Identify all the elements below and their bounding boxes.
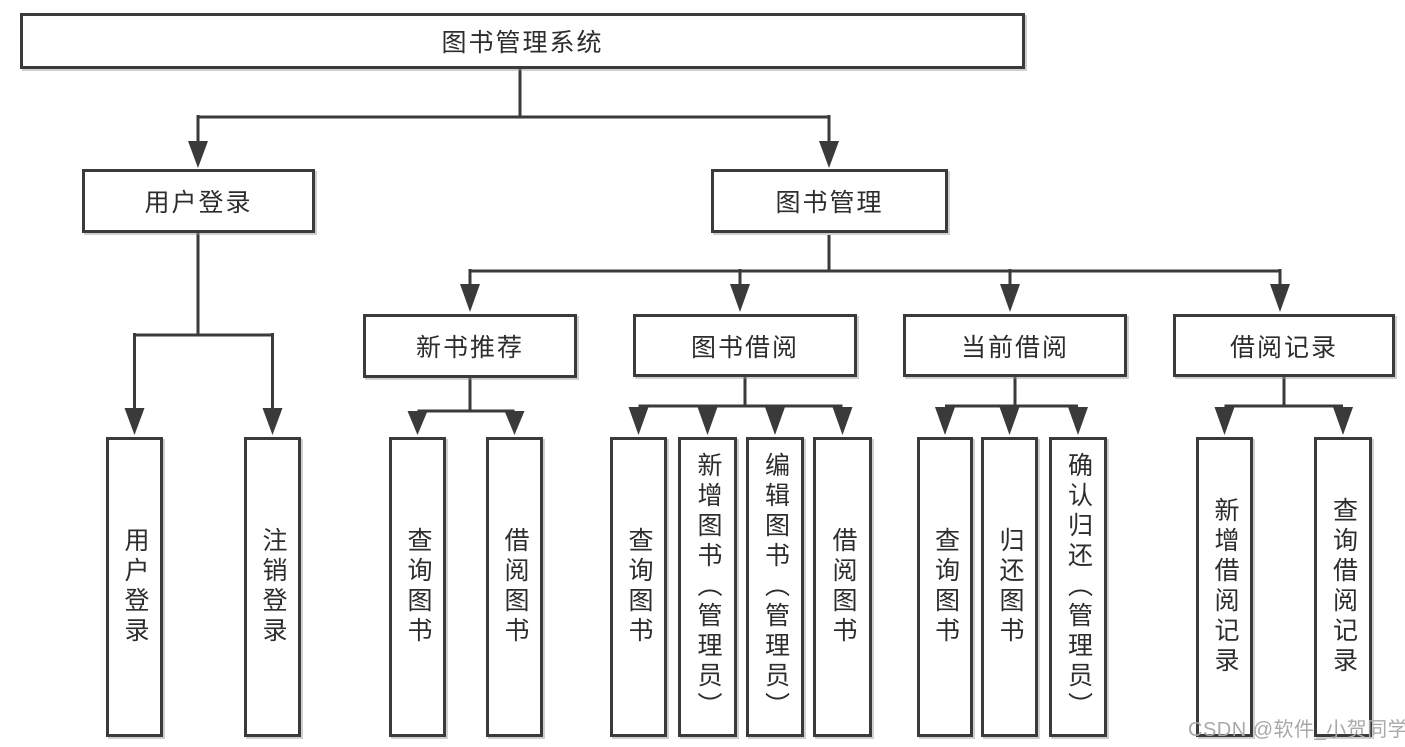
leaf-query-borrow-record-label: 查询借阅记录 <box>1329 497 1358 677</box>
leaf-logout: 注销登录 <box>244 437 301 737</box>
leaf-borrow-books-recommend-label: 借阅图书 <box>501 527 529 647</box>
arrow-icon <box>460 284 480 312</box>
leaf-confirm-return-admin: 确认归还（管理员） <box>1049 437 1107 737</box>
node-book-borrow: 图书借阅 <box>633 314 857 377</box>
leaf-edit-books-admin-label: 编辑图书（管理员） <box>761 452 790 722</box>
leaf-borrow-books-label: 借阅图书 <box>829 527 857 647</box>
leaf-user-login: 用户登录 <box>106 437 163 737</box>
arrow-icon <box>999 407 1020 435</box>
leaf-return-books: 归还图书 <box>981 437 1038 737</box>
connector-root <box>196 68 831 142</box>
node-current-borrow-label: 当前借阅 <box>960 333 1069 362</box>
arrow-icon <box>1068 407 1088 435</box>
node-root-label: 图书管理系统 <box>441 29 604 57</box>
leaf-query-books-recommend: 查询图书 <box>389 437 446 737</box>
leaf-query-borrow-record: 查询借阅记录 <box>1314 437 1372 737</box>
arrow-icon <box>935 407 955 435</box>
arrow-icon <box>124 408 145 435</box>
arrow-icon <box>730 284 750 312</box>
node-user-login-label: 用户登录 <box>144 189 253 217</box>
arrow-icon <box>407 411 428 435</box>
node-book-borrow-label: 图书借阅 <box>690 333 799 362</box>
arrow-icon <box>1270 284 1290 312</box>
leaf-add-books-admin-label: 新增图书（管理员） <box>694 452 722 722</box>
arrow-icon <box>1214 407 1235 435</box>
node-current-borrow: 当前借阅 <box>903 314 1127 377</box>
arrow-icon <box>262 408 283 435</box>
node-borrow-records: 借阅记录 <box>1173 314 1395 377</box>
connector-new-book <box>417 378 515 413</box>
arrow-icon <box>1000 284 1020 312</box>
connector-book-management <box>468 235 1282 285</box>
connector-borrow-records <box>1224 377 1343 408</box>
watermark: CSDN @软件_小贺同学 <box>1188 719 1405 741</box>
leaf-query-books-current: 查询图书 <box>917 437 973 737</box>
connector-user-login <box>133 233 274 409</box>
arrow-icon <box>628 407 649 435</box>
leaf-confirm-return-admin-label: 确认归还（管理员） <box>1064 452 1093 722</box>
leaf-borrow-books: 借阅图书 <box>813 437 872 737</box>
node-user-login: 用户登录 <box>82 169 315 233</box>
leaf-user-login-label: 用户登录 <box>121 527 149 647</box>
node-new-book-recommend-label: 新书推荐 <box>415 334 524 362</box>
arrow-icon <box>1333 407 1353 435</box>
connector-book-borrow <box>638 377 843 410</box>
leaf-add-books-admin: 新增图书（管理员） <box>678 437 737 737</box>
arrow-icon <box>188 141 208 168</box>
leaf-query-books-borrow-label: 查询图书 <box>625 527 653 647</box>
node-book-management: 图书管理 <box>711 169 948 233</box>
leaf-query-books-recommend-label: 查询图书 <box>404 527 432 647</box>
leaf-logout-label: 注销登录 <box>259 527 287 647</box>
node-new-book-recommend: 新书推荐 <box>363 314 577 378</box>
leaf-add-borrow-record: 新增借阅记录 <box>1196 437 1253 737</box>
arrow-icon <box>504 411 525 435</box>
arrow-icon <box>697 407 718 435</box>
node-borrow-records-label: 借阅记录 <box>1229 333 1338 362</box>
leaf-return-books-label: 归还图书 <box>996 527 1024 647</box>
leaf-borrow-books-recommend: 借阅图书 <box>486 437 543 737</box>
node-book-management-label: 图书管理 <box>775 189 884 217</box>
leaf-edit-books-admin: 编辑图书（管理员） <box>746 437 804 737</box>
leaf-add-borrow-record-label: 新增借阅记录 <box>1211 497 1239 677</box>
arrow-icon <box>765 407 785 435</box>
leaf-query-books-current-label: 查询图书 <box>931 527 960 647</box>
connector-current-borrow <box>945 377 1078 410</box>
node-root: 图书管理系统 <box>20 13 1025 69</box>
arrow-icon <box>832 407 853 435</box>
arrow-icon <box>819 141 839 168</box>
leaf-query-books-borrow: 查询图书 <box>610 437 667 737</box>
